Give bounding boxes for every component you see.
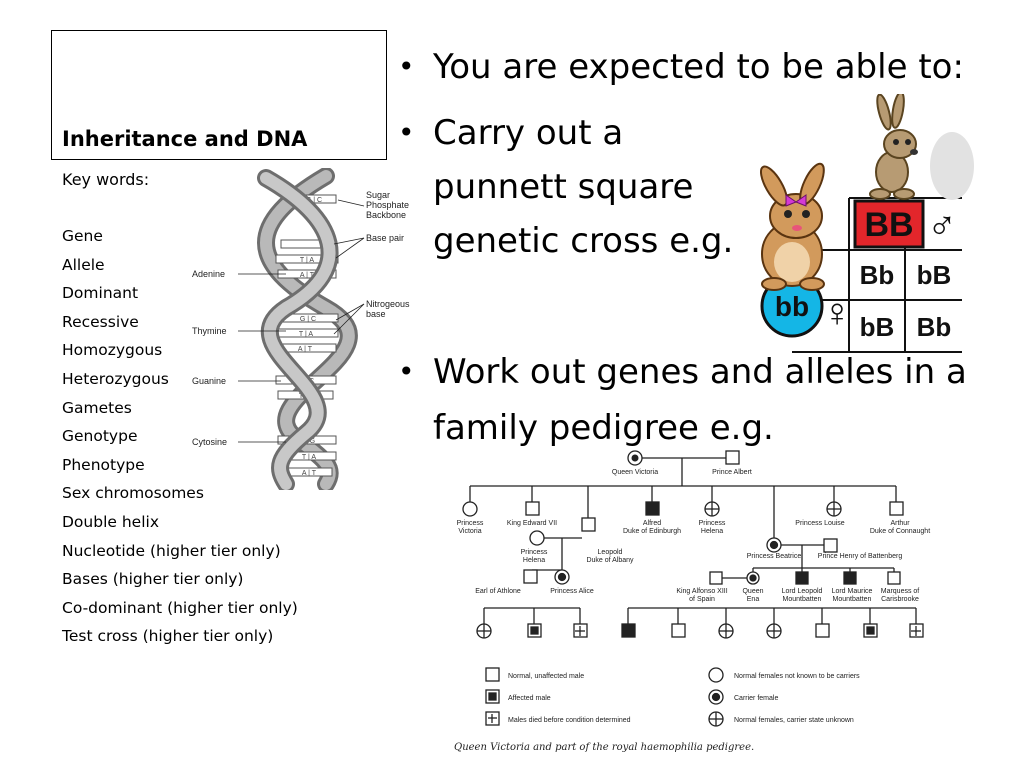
- key-word-item: Bases (higher tier only): [62, 570, 244, 589]
- bb-red-box: [853, 199, 925, 249]
- slide-title: Inheritance and DNA: [62, 127, 308, 151]
- gen3-label: Lord Leopold: [782, 588, 823, 595]
- pair-label: T | A: [302, 454, 316, 461]
- male-rabbit-icon: [869, 94, 974, 200]
- bullet-3-line-2: family pedigree e.g.: [433, 408, 774, 448]
- key-word-item: Phenotype: [62, 455, 145, 474]
- queen-victoria-label: Queen Victoria: [612, 469, 658, 476]
- key-word-item: Sex chromosomes: [62, 484, 204, 503]
- male-symbol-icon: ♂: [927, 204, 957, 248]
- leopold-label: Leopold: [598, 549, 623, 556]
- beatrice-label: Princess Beatrice: [747, 553, 802, 560]
- pair-label: G | C: [300, 316, 316, 323]
- pair-label: T | A: [299, 331, 313, 338]
- gen3-label: Princess Alice: [550, 588, 594, 595]
- gen3-label: Mountbatten: [833, 596, 872, 603]
- legend-label: Normal females, carrier state unknown: [734, 717, 854, 724]
- gen2-label: Princess: [457, 520, 484, 527]
- thymine-label: Thymine: [192, 326, 227, 336]
- bullet-2-line-3: genetic cross e.g.: [433, 221, 734, 261]
- legend-label: Normal females not known to be carriers: [734, 673, 860, 680]
- pair-label: A | T: [302, 470, 317, 477]
- key-words-list: Gene Allele Dominant Recessive Homozygou…: [62, 226, 298, 655]
- pair-label: A | T: [300, 272, 315, 279]
- punnett-square-illustration: BB ♂ Bb bB bB Bb bb ♀: [760, 94, 974, 353]
- gen3-label: Mountbatten: [783, 596, 822, 603]
- gen2-label: Princess: [699, 520, 726, 527]
- key-word-item: Nucleotide (higher tier only): [62, 541, 281, 560]
- prince-albert-label: Prince Albert: [712, 469, 752, 476]
- gen2-label: Princess Louise: [795, 520, 845, 527]
- pair-label: A | T: [298, 346, 313, 353]
- gen2-label: Duke of Connaught: [870, 528, 930, 535]
- gen3-label: Lord Maurice: [832, 588, 873, 595]
- henry-label: Prince Henry of Battenberg: [818, 553, 903, 560]
- gen2-label: Duke of Edinburgh: [623, 528, 681, 535]
- gen2-label: Alfred: [643, 520, 661, 527]
- female-symbol-icon: ♀: [822, 291, 852, 335]
- leopold-label: Duke of Albany: [586, 557, 634, 564]
- phosphate-label: Phosphate: [366, 200, 409, 210]
- legend-label: Carrier female: [734, 695, 778, 702]
- key-word-item: Test cross (higher tier only): [62, 627, 274, 646]
- gen3-label: Marquess of: [881, 588, 920, 595]
- pedigree-caption: Queen Victoria and part of the royal hae…: [454, 742, 754, 753]
- gen2-label: King Edward VII: [507, 520, 557, 527]
- bullet-2-line-1: Carry out a: [433, 113, 624, 153]
- leopold-wife-label: Princess: [521, 549, 548, 556]
- key-word-item: Double helix: [62, 512, 159, 531]
- adenine-label: Adenine: [192, 269, 225, 279]
- bullet-1-text: You are expected to be able to:: [433, 47, 964, 87]
- key-word-item: Gene: [62, 227, 103, 245]
- key-word-item: Co-dominant (higher tier only): [62, 598, 298, 617]
- bullet-3-line-1: Work out genes and alleles in a: [433, 352, 967, 392]
- sugar-label: Sugar: [366, 190, 390, 200]
- legend-normal-female-icon: [708, 667, 724, 683]
- leopold-wife-label: Helena: [523, 557, 545, 564]
- legend-affected-male-icon: [488, 692, 497, 701]
- gen3-label: Earl of Athlone: [475, 588, 521, 595]
- gen3-label: of Spain: [689, 596, 715, 603]
- gen2-label: Arthur: [890, 520, 910, 527]
- bullet-2-line-2: punnett square: [433, 167, 694, 207]
- top-genotype: BB: [864, 206, 913, 244]
- key-word-item: Dominant: [62, 284, 139, 303]
- base-pair-label: Base pair: [366, 233, 404, 243]
- key-word-item: Allele: [62, 255, 105, 274]
- key-word-item: Recessive: [62, 312, 139, 331]
- title-box: Inheritance and DNA: [51, 30, 387, 160]
- unaffected-male-symbol: [725, 450, 740, 465]
- legend-male-icon: [485, 667, 500, 682]
- gen3-label: Ena: [747, 596, 760, 603]
- gen3-label: King Alfonso XIII: [676, 588, 727, 595]
- cell-text: Bb: [860, 260, 895, 290]
- gen2-label: Helena: [701, 528, 723, 535]
- pedigree-chart: Queen Victoria Prince Albert Princess Vi…: [454, 450, 930, 753]
- legend-label: Normal, unaffected male: [508, 673, 584, 680]
- key-word-item: Genotype: [62, 427, 138, 446]
- cytosine-label: Cytosine: [192, 437, 227, 447]
- gen3-label: Carisbrooke: [881, 596, 919, 603]
- nitrogenous-label: Nitrogeous: [366, 299, 410, 309]
- pair-label: T | A: [300, 257, 314, 264]
- cell-text: bB: [860, 312, 895, 342]
- female-rabbit-icon: [760, 162, 825, 291]
- cell-text: Bb: [917, 312, 952, 342]
- key-word-item: Heterozygous: [62, 369, 169, 388]
- base-label: base: [366, 309, 386, 319]
- backbone-label: Backbone: [366, 210, 406, 220]
- gen2-label: Victoria: [458, 528, 481, 535]
- gen3-label: Queen: [742, 588, 763, 595]
- key-word-item: Homozygous: [62, 341, 163, 360]
- legend-label: Affected male: [508, 695, 551, 702]
- left-genotype: bb: [775, 291, 809, 322]
- cell-text: bB: [917, 260, 952, 290]
- dna-helix-diagram: G | C T | A A | T G | C T | A A | T G | …: [192, 168, 410, 490]
- key-words-heading: Key words:: [62, 170, 150, 189]
- key-word-item: Gametes: [62, 398, 132, 417]
- legend-label: Males died before condition determined: [508, 717, 631, 724]
- pair-label: G | C: [306, 197, 322, 204]
- guanine-label: Guanine: [192, 376, 226, 386]
